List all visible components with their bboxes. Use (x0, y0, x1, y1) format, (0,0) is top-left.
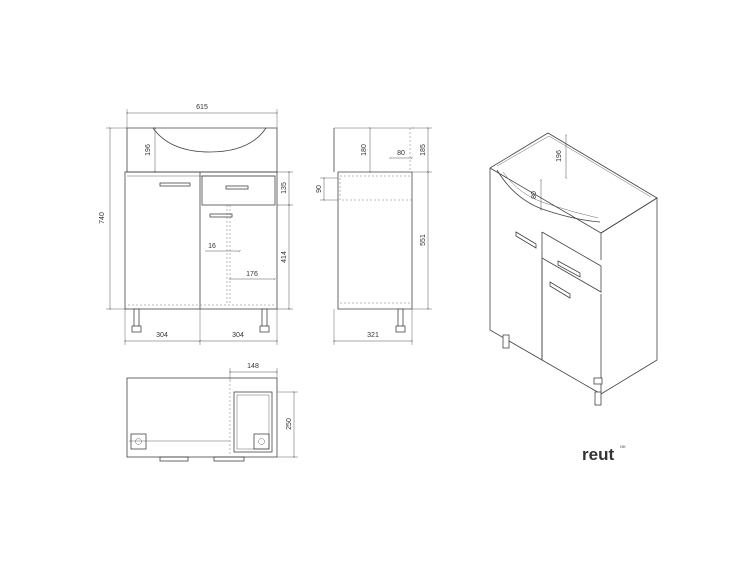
top-view-opening (233, 391, 273, 453)
side-view: 180 80 185 90 551 321 (316, 127, 432, 345)
cabinet-body (124, 171, 278, 310)
drawer-front (201, 175, 276, 206)
brand-logo: reut OK (582, 444, 626, 464)
body-height-label: 551 (420, 234, 427, 246)
leg-plate-left (130, 433, 147, 450)
iso-drawer-top-edge (541, 231, 602, 267)
left-door-handle (159, 182, 191, 187)
drawer-front-label: 90 (316, 185, 323, 193)
total-width-label: 615 (196, 104, 208, 111)
total-height-label: 740 (99, 212, 106, 224)
top-view: 148 250 (126, 363, 298, 462)
door-height-label: 414 (281, 251, 288, 263)
iso-drawer-front (541, 232, 602, 293)
iso-left-handle (515, 231, 537, 249)
left-module-width-label: 304 (156, 332, 168, 339)
isometric-view: 196 80 (489, 132, 658, 406)
right-door-handle (209, 213, 233, 218)
iso-basin-depth-label: 196 (556, 150, 563, 162)
brand-name: reut (582, 445, 614, 464)
top-offset-label: 180 (361, 144, 368, 156)
iso-drawer-depth-label: 80 (531, 191, 538, 199)
iso-basin-curve (496, 169, 601, 223)
top-height-label: 185 (420, 144, 427, 156)
right-leg-foot (259, 325, 270, 333)
front-view: 615 740 196 135 414 16 (99, 104, 293, 345)
door-gap-label: 16 (208, 243, 216, 250)
iso-side-panel (600, 197, 658, 395)
iso-drawer-handle (557, 260, 581, 278)
opening-width-label: 148 (247, 363, 259, 370)
iso-right-handle (549, 281, 571, 299)
top-view-outline (126, 377, 278, 458)
side-drawer-outline (339, 175, 413, 201)
brand-superscript: OK (620, 444, 626, 449)
inner-shelf-width-label: 176 (246, 271, 258, 278)
leg-plate-right (253, 433, 270, 450)
left-leg-foot (131, 325, 142, 333)
drawer-height-label: 135 (281, 182, 288, 194)
basin-curve (152, 127, 267, 153)
iso-leg-1 (502, 334, 510, 349)
drawer-handle (225, 185, 249, 190)
opening-depth-label: 250 (286, 418, 293, 430)
side-body-outline (337, 171, 413, 310)
right-module-width-label: 304 (232, 332, 244, 339)
total-depth-label: 321 (367, 332, 379, 339)
iso-right-door-front (541, 260, 602, 395)
basin-depth-label: 196 (145, 144, 152, 156)
iso-leg-2 (594, 391, 602, 406)
drawer-depth-label: 80 (397, 150, 405, 157)
side-leg-foot (395, 325, 406, 333)
